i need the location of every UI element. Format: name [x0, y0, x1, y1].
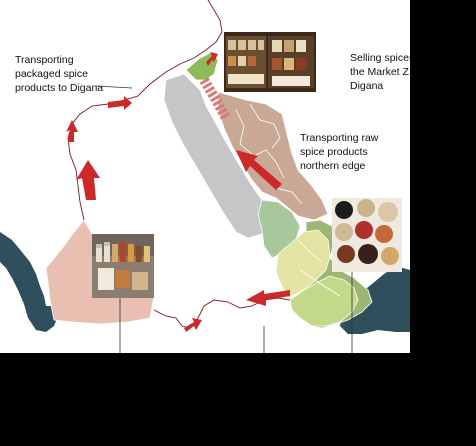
leader-lines: [95, 85, 353, 353]
label-line: Transporting: [15, 54, 74, 66]
label-line: northern edge: [300, 160, 366, 172]
label-selling-spices: Selling spices the Market Z Digana: [350, 51, 410, 93]
label-line: Transporting raw: [300, 132, 379, 144]
label-line: the Market Z: [350, 66, 409, 78]
arrow-to-market: [108, 96, 132, 110]
admin-boundary-line: [67, 0, 223, 221]
arrow-south-small: [184, 318, 202, 332]
label-packaged-transport: Transporting packaged spice products to …: [15, 53, 103, 95]
label-line: Digana: [350, 80, 384, 92]
raw-spices-photo: [332, 198, 402, 272]
label-line: products to Digana: [15, 82, 104, 94]
west-water-body: [0, 232, 58, 332]
label-line: packaged spice: [15, 68, 88, 80]
arrow-north-short: [206, 52, 218, 66]
south-boundary-line: [153, 297, 291, 329]
northern-district-region: [217, 91, 329, 221]
yellow-south-region: [275, 229, 331, 299]
arrow-south-route: [246, 290, 290, 306]
south-east-water-body: [340, 266, 410, 334]
map-panel: Transporting packaged spice products to …: [0, 0, 410, 353]
packaged-spices-photo: [92, 234, 154, 298]
spice-market-photo: [224, 32, 316, 92]
market-zone-highlight: [199, 77, 231, 121]
label-line: Selling spices: [350, 52, 410, 64]
lime-south-region: [289, 275, 359, 327]
arrow-west-up: [76, 160, 100, 200]
arrow-west-lower: [66, 120, 78, 142]
arrow-raw-products: [236, 150, 282, 190]
label-raw-transport: Transporting raw spice products northern…: [300, 131, 378, 173]
label-line: spice products: [300, 146, 368, 158]
